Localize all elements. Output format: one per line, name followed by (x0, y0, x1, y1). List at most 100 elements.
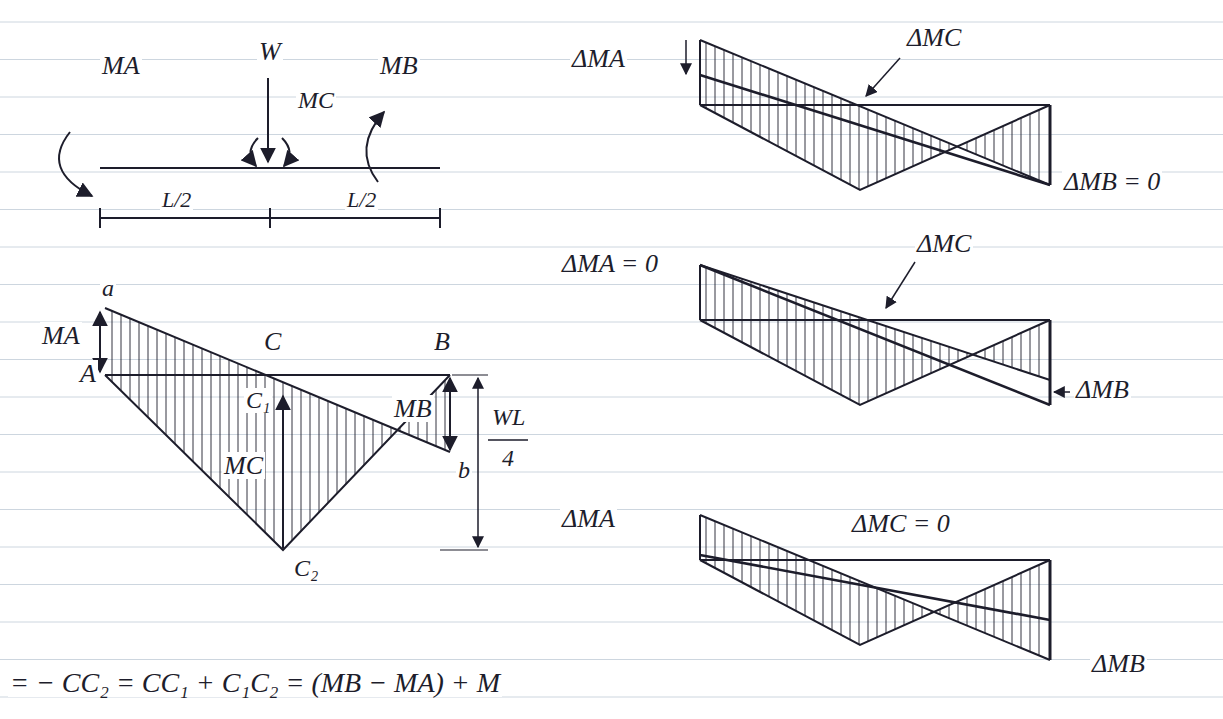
hatch-line (1039, 325, 1040, 376)
hatch-line (850, 577, 851, 640)
hatch-line (913, 335, 914, 381)
hatch-line (922, 338, 923, 377)
load-label: W (257, 38, 283, 65)
hatch-line (130, 318, 131, 399)
hatch-line (895, 329, 896, 389)
hatch-line (778, 291, 779, 362)
hatch-line (211, 352, 212, 479)
span-dimension: L/2 (345, 188, 378, 211)
dimension-tick (99, 208, 101, 228)
hatch-line (994, 130, 995, 162)
hatch-line (985, 134, 986, 158)
hatch-line (913, 128, 914, 166)
hatch-line (337, 405, 338, 494)
ruled-line (0, 659, 1223, 660)
end-line (1049, 105, 1052, 185)
hatch-line (1012, 577, 1013, 644)
ruled-line (0, 547, 1223, 548)
hatch-line (967, 597, 968, 625)
leader-line (866, 58, 900, 96)
leader-line (886, 262, 915, 308)
increment-label: ΔMC (915, 230, 973, 257)
hatch-line (706, 267, 707, 323)
hatch-line (1039, 110, 1040, 181)
hatch-line (112, 311, 113, 382)
end-line (1049, 560, 1052, 660)
hatch-line (778, 72, 779, 146)
leader-line (685, 40, 687, 74)
free-moment-triangle (700, 105, 1050, 190)
hatch-line (805, 559, 806, 616)
hatch-line (1021, 573, 1022, 648)
hatch-line (148, 326, 149, 417)
hatch-line (886, 117, 887, 178)
hatch-line (706, 42, 707, 108)
ruled-line (0, 134, 1223, 135)
shifted-closing-line (700, 555, 1050, 620)
hatch-line (733, 529, 734, 578)
hatch-line (364, 416, 365, 465)
hatch-line (958, 350, 959, 361)
load-arrow (267, 78, 269, 162)
hatch-line (850, 102, 851, 185)
dimension-tick (439, 208, 441, 228)
end-line (699, 515, 701, 560)
moment-label: MB (378, 52, 420, 79)
closing-line (105, 308, 450, 452)
hatch-line (886, 592, 887, 633)
hatch-line (814, 87, 815, 165)
hatch-line (904, 600, 905, 626)
hatch-line (976, 593, 977, 629)
hatch-line (805, 300, 806, 376)
hatch-line (292, 386, 293, 541)
end-line (699, 265, 701, 320)
hatch-line (121, 315, 122, 391)
increment-label: ΔMC = 0 (850, 510, 952, 537)
ruled-line (0, 22, 1223, 23)
ruled-line (0, 322, 1223, 323)
hatch-line (742, 532, 743, 582)
dimension-line (477, 378, 479, 547)
hatch-line (976, 138, 977, 154)
hatch-line (184, 341, 185, 453)
increment-label: ΔMA (570, 45, 627, 72)
fraction-bar (488, 439, 528, 441)
ruled-line (0, 97, 1223, 98)
hatch-line (796, 297, 797, 371)
hatch-line (310, 394, 311, 522)
hatch-line (760, 285, 761, 352)
moment-arrow-c (250, 138, 258, 166)
hatch-line (769, 288, 770, 357)
point-label: C₁ (244, 388, 272, 413)
hatch-line (922, 132, 923, 162)
hatch-line (328, 401, 329, 503)
hatch-line (166, 333, 167, 435)
hatch-line (787, 76, 788, 151)
extension-line (452, 374, 488, 375)
hatch-line (913, 603, 914, 621)
increment-label: ΔMA (560, 505, 617, 532)
hatch-line (841, 573, 842, 634)
leader-line (1054, 391, 1070, 393)
equation: = − CC₂ = CC₁ + C₁C₂ = (MB − MA) + M (8, 668, 502, 697)
hatch-line (922, 607, 923, 617)
hatch-line (949, 347, 950, 365)
hatch-line (796, 80, 797, 156)
hatch-line (868, 110, 869, 187)
hatch-line (832, 95, 833, 175)
hatch-line (436, 390, 437, 446)
moment-arrow-a (59, 132, 92, 196)
hatch-line (175, 337, 176, 444)
hatch-line (940, 139, 941, 154)
shifted-closing-line (700, 75, 1050, 185)
hatch-line (1012, 337, 1013, 368)
hatch-line (967, 142, 968, 150)
hatch-line (787, 294, 788, 367)
hatch-line (949, 605, 950, 618)
hatch-line (895, 596, 896, 630)
hatch-line (796, 555, 797, 611)
hatch-line (985, 589, 986, 633)
ruled-line (0, 359, 1223, 360)
moment-label: MC (222, 452, 265, 479)
hatch-line (157, 330, 158, 426)
